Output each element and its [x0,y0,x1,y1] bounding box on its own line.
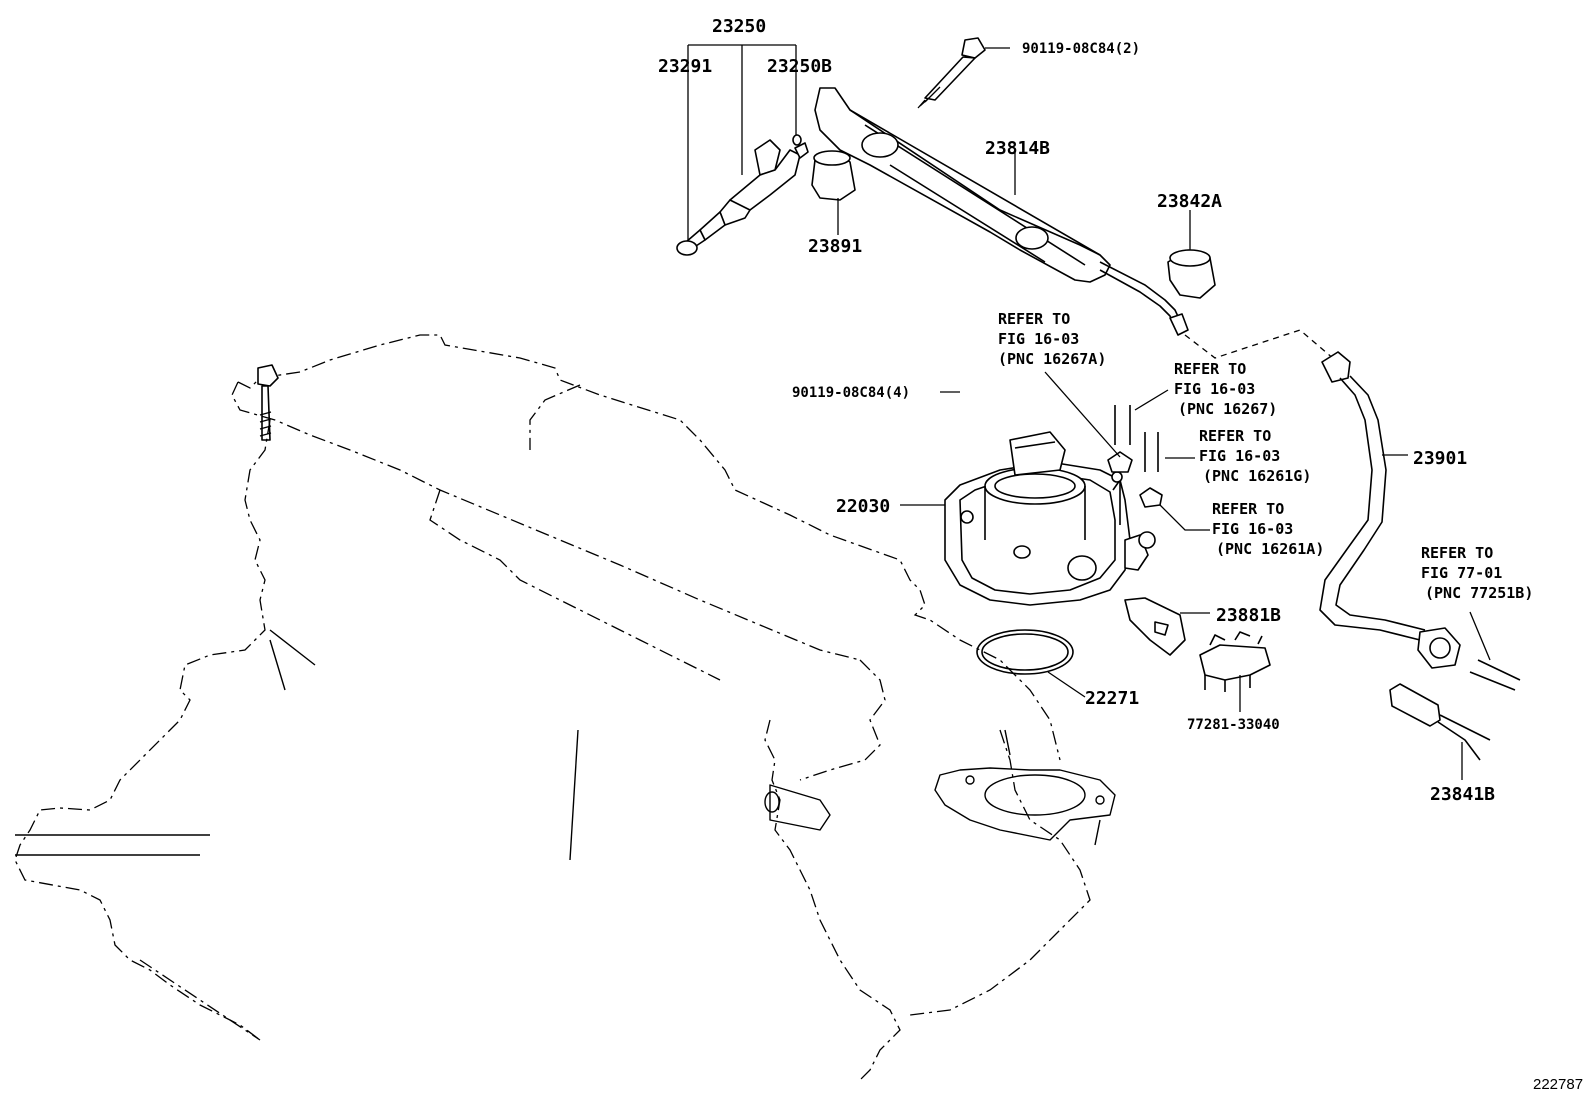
refer-pnc: (PNC 16261A) [1216,540,1324,558]
callout-23814b: 23814B [985,138,1050,159]
fuel-hose [1319,351,1461,669]
hose-clamp [1199,631,1271,712]
refer-note-16261g: REFER TO FIG 16-03 (PNC 16261G) [1199,427,1311,485]
throttle-body [900,431,1156,606]
callout-22030: 22030 [836,496,890,517]
refer-fig: FIG 16-03 [1212,520,1293,538]
figure-number: 222787 [1533,1076,1583,1093]
refer-note-16267: REFER TO FIG 16-03 (PNC 16267) [1174,360,1277,418]
callout-23291: 23291 [658,56,712,77]
callout-23881b: 23881B [1216,605,1281,626]
callout-23891: 23891 [808,236,862,257]
callout-77281-33040: 77281-33040 [1187,717,1280,733]
connecting-pipe [1469,611,1521,691]
fuel-hose-clamp [1167,210,1216,299]
bolt-top [917,37,1010,109]
refer-note-16267a: REFER TO FIG 16-03 (PNC 16267A) [998,310,1106,368]
callout-90119-4: 90119-08C84(4) [792,385,910,401]
refer-fig: FIG 16-03 [1174,380,1255,398]
callout-23841b: 23841B [1430,784,1495,805]
bolt-throttle [257,364,960,441]
intake-manifold-flange [934,729,1116,846]
refer-line: REFER TO [1421,544,1493,562]
refer-line: REFER TO [1174,360,1246,378]
engine-block-outline [14,334,1091,1081]
refer-fig: FIG 16-03 [1199,447,1280,465]
injector-insulator [811,150,856,235]
callout-23842a: 23842A [1157,191,1222,212]
throttle-body-gasket [976,629,1086,698]
refer-fig: FIG 77-01 [1421,564,1502,582]
refer-line: REFER TO [998,310,1070,328]
sensor-bracket [1124,597,1210,656]
refer-note-77251b: REFER TO FIG 77-01 (PNC 77251B) [1421,544,1533,602]
callout-leader-lines [687,44,797,240]
callout-23250: 23250 [712,16,766,37]
fuel-injector-assembly [676,134,809,256]
callout-23901: 23901 [1413,448,1467,469]
fuel-connector [1389,683,1491,780]
refer-line: REFER TO [1212,500,1284,518]
vacuum-hose-pieces [1044,371,1210,531]
refer-pnc: (PNC 16261G) [1203,467,1311,485]
fuel-delivery-pipe [814,87,1189,336]
callout-23250b: 23250B [767,56,832,77]
refer-pnc: (PNC 16267A) [998,350,1106,368]
callout-90119-2: 90119-08C84(2) [1022,41,1140,57]
callout-22271: 22271 [1085,688,1139,709]
refer-note-16261a: REFER TO FIG 16-03 (PNC 16261A) [1212,500,1324,558]
refer-pnc: (PNC 16267) [1178,400,1277,418]
fuel-line-dashed [1184,329,1336,361]
refer-line: REFER TO [1199,427,1271,445]
refer-fig: FIG 16-03 [998,330,1079,348]
refer-pnc: (PNC 77251B) [1425,584,1533,602]
